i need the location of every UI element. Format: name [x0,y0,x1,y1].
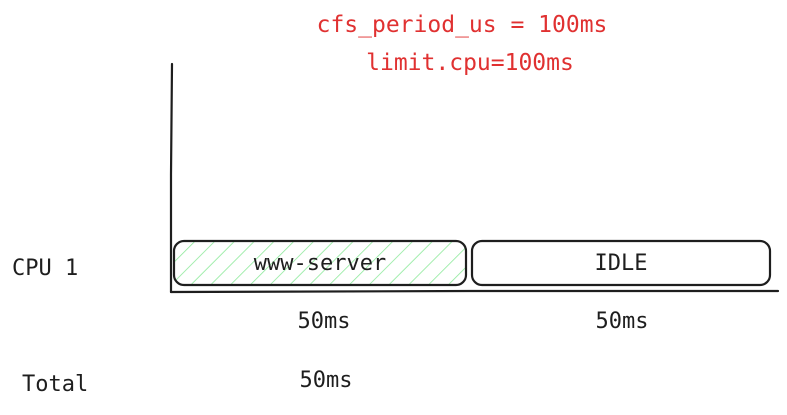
y-axis-line [169,62,174,294]
segment-idle [470,239,772,287]
total-label: Total [22,372,89,397]
row-label-cpu: CPU 1 [12,256,79,281]
x-axis-line [169,289,780,294]
segment-www-server-box [172,239,468,287]
segment-www-server-duration: 50ms [297,309,351,334]
segment-www-server [172,239,468,287]
total-value: 50ms [299,368,353,393]
segment-idle-label: IDLE [594,251,648,276]
segment-idle-duration: 50ms [595,309,649,334]
annotation-cfs-period: cfs_period_us = 100ms [316,12,608,38]
segment-www-server-label: www-server [253,251,387,276]
segment-idle-box [470,239,772,287]
annotation-limit-cpu: limit.cpu=100ms [366,50,574,76]
